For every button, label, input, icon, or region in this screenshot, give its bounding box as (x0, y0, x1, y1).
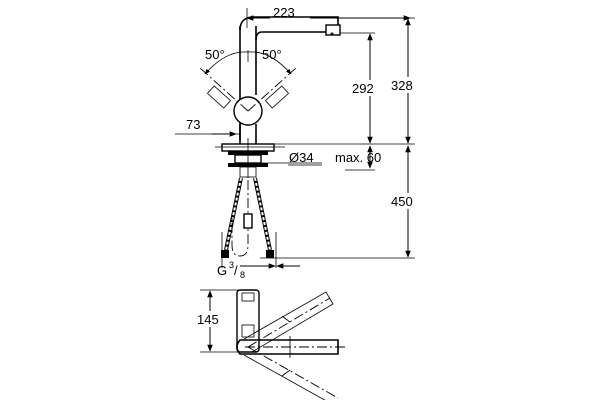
hoses (221, 177, 300, 269)
dim-328-label: 328 (391, 78, 413, 93)
thread-denominator: 8 (240, 270, 245, 280)
dimension-offset: 73 (175, 117, 240, 137)
thread-slash: / (234, 263, 238, 278)
dimension-right: 292 328 450 (260, 17, 424, 259)
thread-prefix: G (217, 263, 227, 278)
dim-145-label: 145 (197, 312, 219, 327)
faucet-front-view (199, 16, 341, 148)
dim-73-label: 73 (186, 117, 200, 132)
mounting-section: Ø34 max. 60 (215, 138, 381, 178)
thread-numerator: 3 (229, 260, 234, 270)
dim-max60-label: max. 60 (335, 150, 381, 165)
faucet-top-view: 145 (195, 289, 345, 400)
dim-292-label: 292 (352, 81, 374, 96)
angle-left-label: 50° (205, 47, 225, 62)
angle-indicators: 50° 50° (204, 47, 292, 75)
thread-label: G 3 / 8 (217, 260, 245, 280)
angle-right-label: 50° (262, 47, 282, 62)
dim-diameter-label: Ø34 (289, 150, 314, 165)
dim-450-label: 450 (391, 194, 413, 209)
